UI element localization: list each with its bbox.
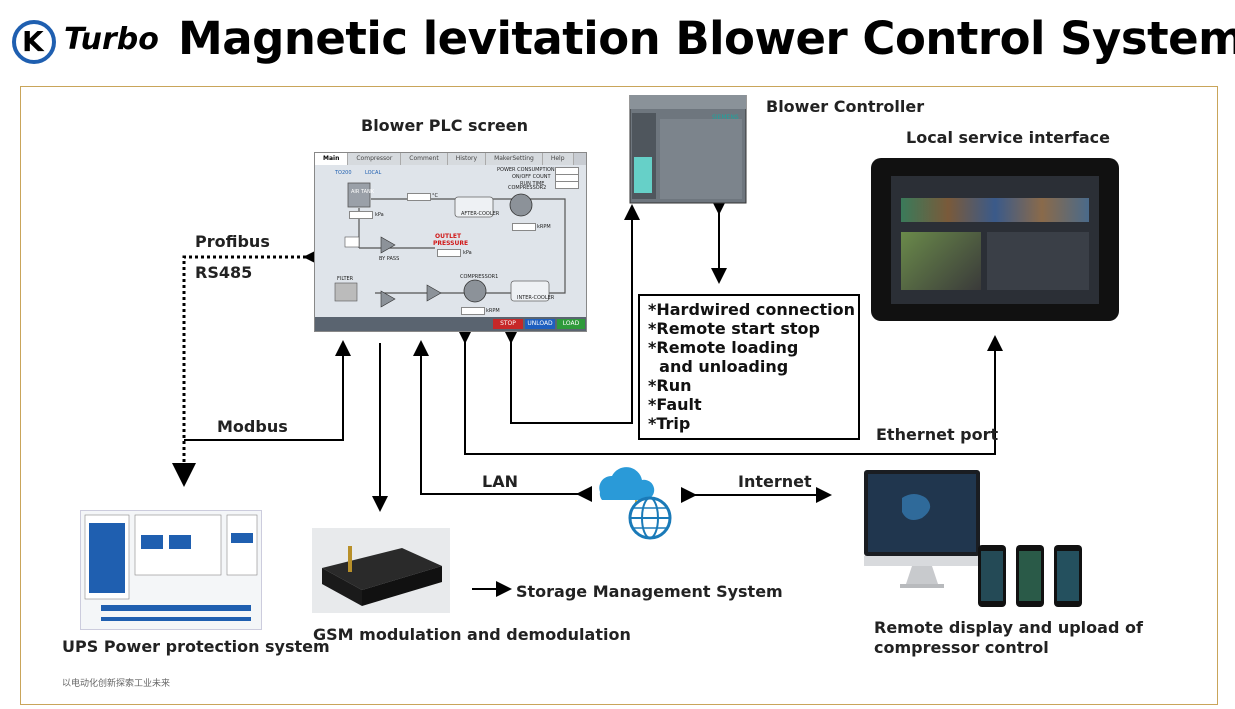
siemens-brand: SIEMENS: [712, 114, 739, 121]
plc-model: TO200: [335, 170, 352, 176]
storage-label: Storage Management System: [516, 582, 783, 601]
plc-tab-comment: Comment: [401, 153, 448, 165]
bypass-valve-shape: [380, 236, 396, 254]
filter-shape: [334, 282, 358, 302]
lan-line: [413, 340, 592, 502]
plc-mode: LOCAL: [365, 170, 382, 176]
plc-value-box: [461, 307, 485, 315]
info-line: *Remote loading: [648, 338, 799, 357]
ethernet-port-label: Ethernet port: [876, 425, 999, 444]
outlet-value-box: [437, 249, 461, 257]
remote-monitor-image: [864, 470, 980, 588]
info-line: and unloading: [648, 357, 789, 376]
cloud-network-icon: [599, 467, 672, 540]
info-line: *Run: [648, 376, 692, 395]
remote-label-line1: Remote display and upload of: [874, 618, 1143, 637]
outlet-label: OUTLET: [435, 233, 462, 240]
local-service-label: Local service interface: [906, 128, 1110, 147]
plc-tab-help: Help: [542, 153, 574, 165]
footer-slogan: 以电动化创新探索工业未来: [62, 679, 171, 689]
ups-label: UPS Power protection system: [62, 637, 330, 656]
remote-label-line2: compressor control: [874, 638, 1049, 657]
plc-stop-button[interactable]: STOP: [493, 319, 523, 329]
plc-screen-label: Blower PLC screen: [361, 116, 528, 135]
plc-pipe-diagram: [334, 182, 566, 308]
inter-cooler-shape: [510, 280, 550, 302]
hardwired-info-box: *Hardwired connection *Remote start stop…: [638, 294, 860, 440]
info-line: *Hardwired connection: [648, 300, 856, 319]
outlet-unit: kPa: [463, 250, 472, 256]
sensor-shape: [344, 236, 360, 248]
plc-tab-makersetting: MakerSetting: [486, 153, 543, 165]
info-line: *Fault: [648, 395, 702, 414]
compressor1-label: COMPRESSOR1: [460, 274, 499, 280]
gsm-label: GSM modulation and demodulation: [313, 625, 631, 644]
profibus-line: [172, 245, 327, 487]
plc-value-box: [407, 193, 431, 201]
logo-text: Turbo: [64, 22, 159, 57]
air-tank-shape: [347, 182, 371, 208]
plc-value-box: [512, 223, 536, 231]
hardwired-line: [503, 204, 640, 424]
plc-unload-button[interactable]: UNLOAD: [525, 319, 555, 329]
rpm2-unit: kRPM: [537, 224, 551, 230]
plc-tab-compressor: Compressor: [348, 153, 402, 165]
gsm-modem-image: [312, 528, 450, 613]
pressure-label: PRESSURE: [433, 240, 469, 247]
ethernet-line: [457, 328, 1003, 455]
info-line: *Trip: [648, 414, 691, 433]
profibus-label: Profibus: [195, 232, 270, 251]
tank-unit: kPa: [375, 212, 384, 218]
siemens-controller-image: SIEMENS: [629, 95, 747, 204]
air-tank-label: AIR TANK: [351, 189, 375, 195]
lan-label: LAN: [482, 472, 518, 491]
rpm1-unit: kRPM: [486, 308, 500, 314]
plc-tabs: Main Compressor Comment History MakerSet…: [315, 153, 586, 165]
compressor2-label: COMPRESSOR2: [508, 185, 547, 191]
diagram-frame: [20, 86, 1218, 705]
modbus-label: Modbus: [217, 417, 288, 436]
modbus-line: [184, 340, 351, 441]
page-title: Magnetic levitation Blower Control Syste…: [178, 12, 1235, 65]
after-cooler-label: AFTER-COOLER: [461, 211, 500, 217]
plc-stat-runtime: RUN TIME: [520, 181, 545, 187]
filter-label: FILTER: [337, 276, 354, 282]
plc-stat-power: POWER CONSUMPTION: [497, 167, 555, 173]
plc-value-box: [555, 181, 579, 189]
plc-load-button[interactable]: LOAD: [557, 319, 585, 329]
info-line: *Remote start stop: [648, 319, 820, 338]
logo-letter: K: [22, 25, 44, 58]
bypass-label: BY PASS: [379, 256, 400, 262]
internet-label: Internet: [738, 472, 812, 491]
tablet-screen: [891, 176, 1099, 304]
blower-controller-label: Blower Controller: [766, 97, 925, 116]
temp-unit: °C: [432, 193, 438, 199]
plc-value-box: [349, 211, 373, 219]
local-service-tablet-image: [871, 158, 1119, 321]
inter-cooler-label: INTER-COOLER: [517, 295, 555, 301]
plc-screen-image: Main Compressor Comment History MakerSet…: [314, 152, 587, 332]
plc-stat-count: ON/OFF COUNT: [512, 174, 551, 180]
rs485-label: RS485: [195, 263, 253, 282]
kturbo-logo: K Turbo: [12, 20, 172, 68]
compressor1-shape: [463, 279, 487, 303]
ups-diagram-image: [80, 510, 262, 630]
logo-circle-icon: K: [12, 20, 56, 64]
after-cooler-shape: [454, 196, 494, 218]
plc-tab-main: Main: [315, 153, 349, 165]
plc-tab-history: History: [447, 153, 487, 165]
remote-phones-image: [978, 545, 1082, 607]
compressor2-shape: [509, 193, 533, 217]
